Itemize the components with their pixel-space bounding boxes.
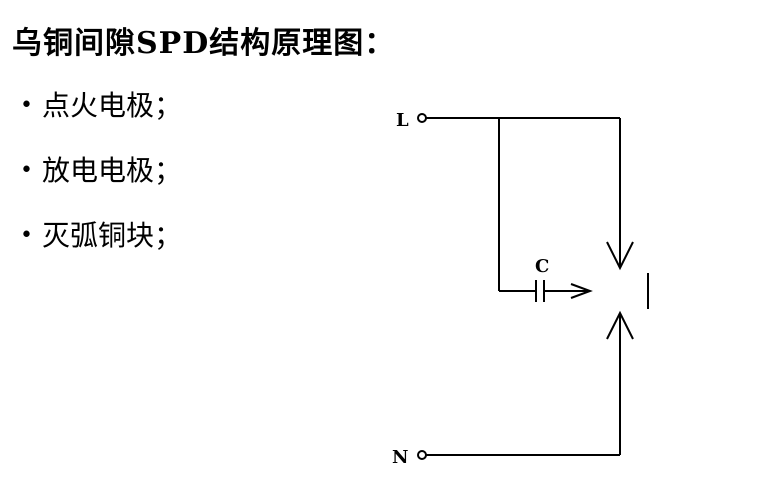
- terminal-n-label: N: [392, 447, 408, 468]
- upper-electrode-arrow: [606, 241, 634, 271]
- terminal-l-node: [417, 113, 427, 123]
- terminal-n-node: [417, 450, 427, 460]
- list-item: • 点火电极；: [20, 84, 182, 149]
- capacitor-label: C: [535, 256, 549, 277]
- bullet-list: • 点火电极； • 放电电极； • 灭弧铜块；: [20, 84, 182, 279]
- bullet-dot: •: [20, 223, 33, 248]
- terminal-l-label: L: [396, 110, 409, 131]
- page-title: 乌铜间隙SPD结构原理图：: [12, 26, 396, 61]
- bullet-text: 放电电极；: [42, 154, 183, 187]
- bullet-text: 点火电极；: [42, 89, 183, 122]
- bullet-text: 灭弧铜块；: [42, 219, 183, 252]
- list-item: • 放电电极；: [20, 149, 182, 214]
- ignition-electrode-arrow: [570, 283, 593, 299]
- bullet-dot: •: [20, 93, 33, 118]
- bullet-dot: •: [20, 158, 33, 183]
- list-item: • 灭弧铜块；: [20, 214, 182, 279]
